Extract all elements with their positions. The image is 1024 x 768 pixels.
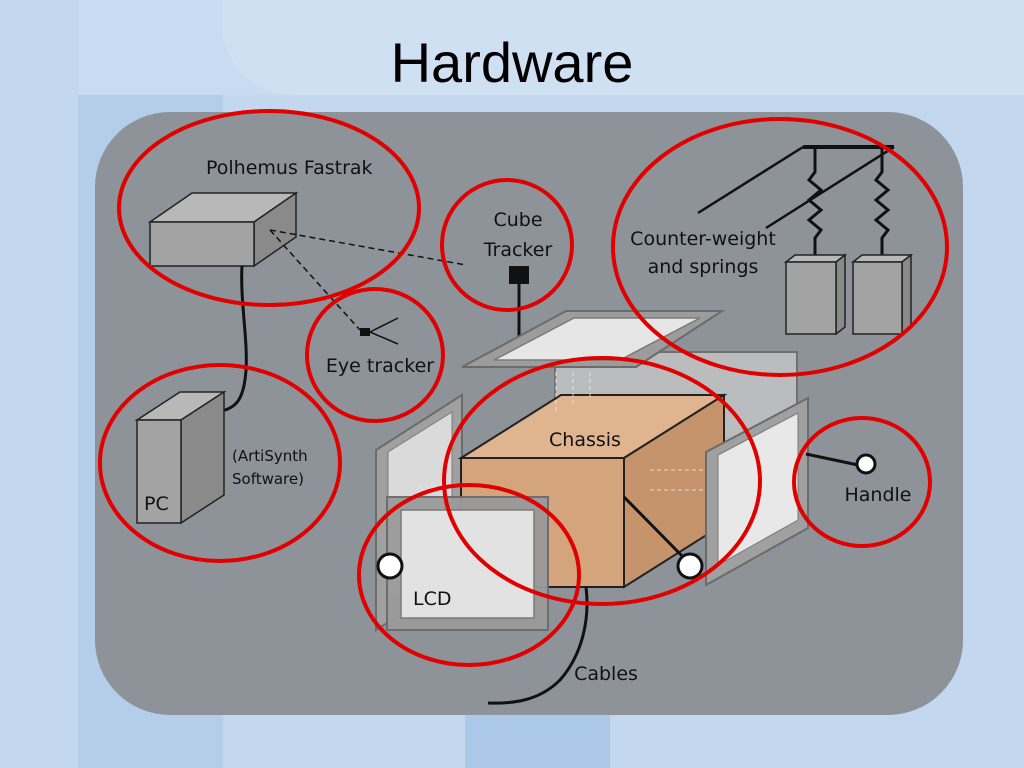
highlight-circle-lcd [357,483,581,667]
counterweight-assembly [697,145,914,336]
pc-label: PC [144,493,169,515]
highlight-circle-polhemus [117,109,421,307]
handle [805,452,877,475]
eye-tracker-label: Eye tracker [326,355,434,377]
handle-label: Handle [844,484,911,506]
lcd-label: LCD [413,588,451,610]
chassis-label: Chassis [549,429,621,451]
slide-title: Hardware [390,31,634,94]
highlight-circle-handle [792,416,932,548]
cables [487,586,589,705]
highlight-circle-cube-tracker [440,178,574,312]
polhemus-label: Polhemus Fastrak [206,157,373,179]
cables-label: Cables [574,663,638,685]
cube-tracker-dashed-line [269,229,467,266]
highlight-circle-chassis [442,356,762,606]
counterweight-label-line2: and springs [648,256,759,278]
pivot-right [676,552,704,580]
diagram-panel [95,112,963,715]
background-curve-top [222,0,1024,95]
artisynth-label-line2: Software) [232,470,304,488]
highlight-circle-eye-tracker [305,287,445,423]
eye-tracker-device [360,317,399,345]
artisynth-label-line1: (ArtiSynth [232,447,308,465]
pivot-left [376,552,404,580]
cube-tracker-label-line1: Cube [493,209,542,231]
counterweight-label-line1: Counter-weight [630,228,776,250]
lcd-panel [386,496,549,631]
eye-tracker-dashed-line [269,229,361,331]
polhemus-box [147,191,299,268]
highlight-circles [98,109,949,667]
highlight-circle-counterweight [611,117,949,377]
highlight-circle-pc [98,363,342,563]
pc-tower [134,390,227,525]
cube-tracker-label-line2: Tracker [483,239,553,261]
